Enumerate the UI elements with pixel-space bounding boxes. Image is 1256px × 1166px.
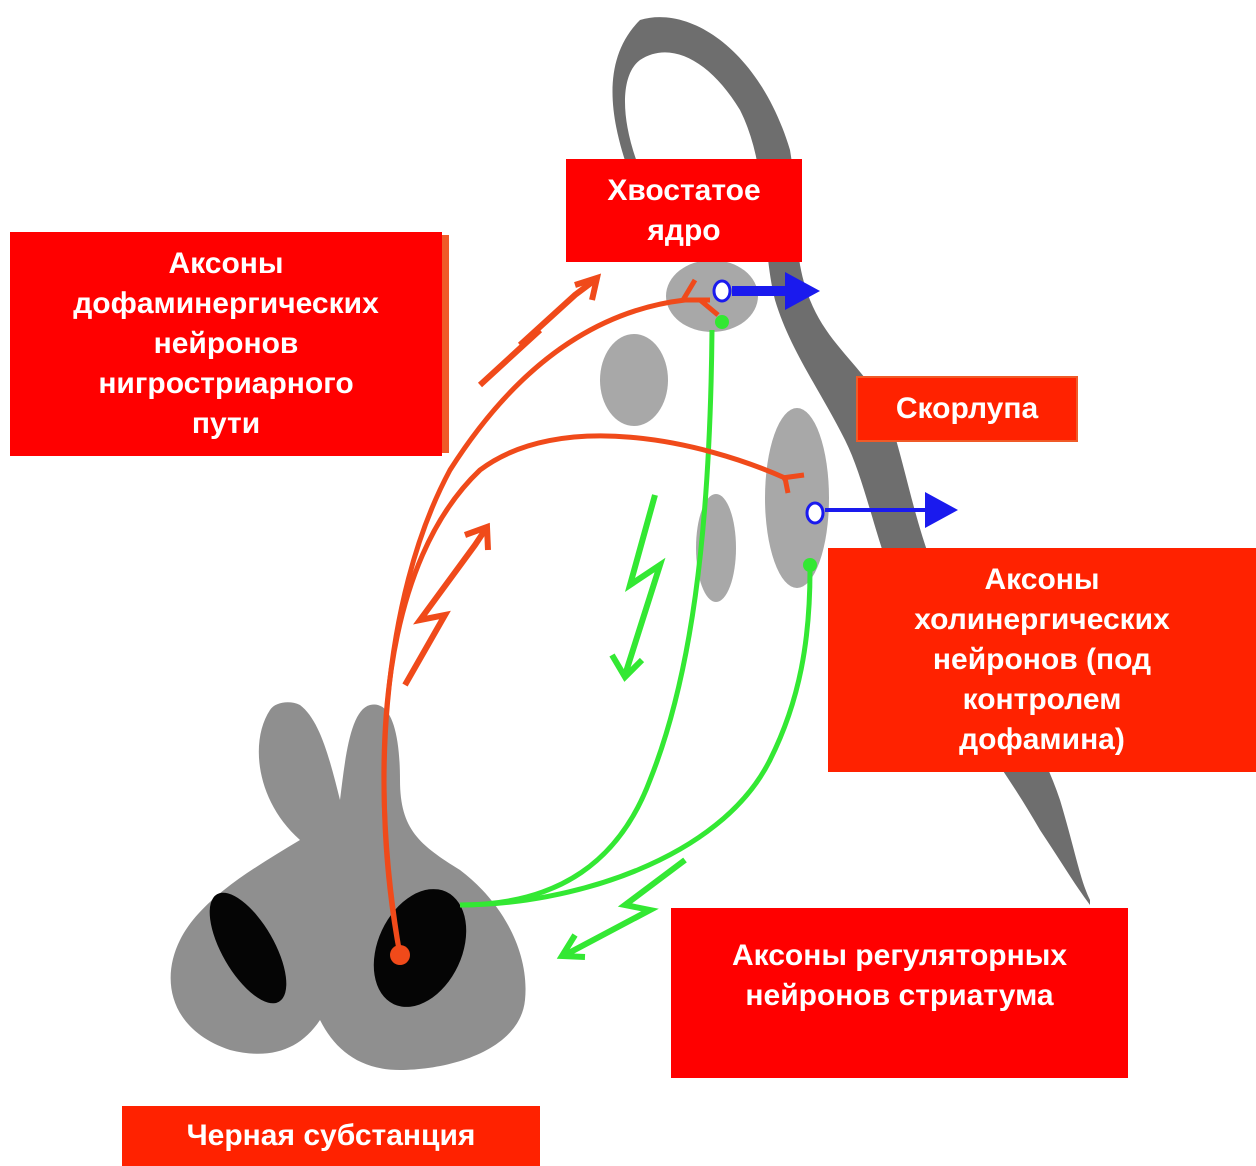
caudate-nucleus-label-text: Хвостатое ядро — [607, 171, 760, 251]
output-neuron-caudate — [714, 281, 730, 301]
dopaminergic-axons-label: Аксоны дофаминергических нейронов нигрос… — [10, 232, 442, 456]
putamen-label-text: Скорлупа — [896, 389, 1038, 429]
cholinergic-axons-label-text: Аксоны холинергических нейронов (под кон… — [914, 560, 1170, 760]
cholinergic-neuron-putamen — [803, 558, 817, 572]
regulatory-axon-to-caudate — [460, 330, 712, 905]
regulatory-axons-label-text: Аксоны регуляторных нейронов стриатума — [732, 936, 1067, 1016]
output-neuron-putamen — [807, 503, 823, 523]
substantia-nigra-label: Черная субстанция — [122, 1106, 540, 1166]
internal-capsule-blob — [600, 334, 668, 426]
dopaminergic-cell-body — [390, 945, 410, 965]
putamen-shape — [765, 408, 829, 588]
caudate-nucleus-label: Хвостатое ядро — [566, 159, 802, 262]
cholinergic-axons-label: Аксоны холинергических нейронов (под кон… — [828, 548, 1256, 772]
cholinergic-neuron-caudate — [715, 315, 729, 329]
substantia-nigra-shape — [171, 702, 526, 1070]
regulatory-signal-arrow-upper — [625, 495, 660, 675]
dopaminergic-axons-label-text: Аксоны дофаминергических нейронов нигрос… — [73, 244, 379, 444]
regulatory-axons-label: Аксоны регуляторных нейронов стриатума — [671, 908, 1128, 1078]
putamen-label: Скорлупа — [856, 376, 1078, 442]
regulatory-axon-to-putamen — [460, 570, 810, 905]
substantia-nigra-label-text: Черная субстанция — [187, 1116, 476, 1156]
